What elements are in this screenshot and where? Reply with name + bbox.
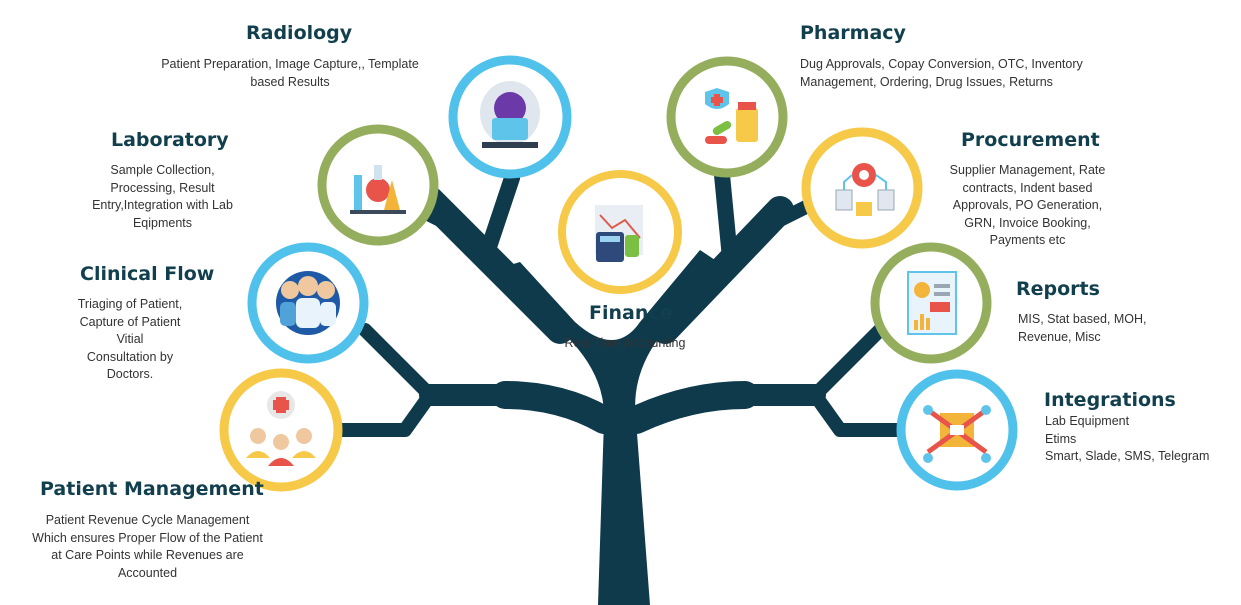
- clinical-flow-desc: Triaging of Patient, Capture of Patient …: [77, 297, 183, 381]
- patients-group-icon: [246, 391, 316, 466]
- integration-arrows-icon: [923, 405, 991, 463]
- procurement-desc: Supplier Management, Rate contracts, Ind…: [949, 163, 1106, 247]
- radiology-desc: Patient Preparation, Image Capture,, Tem…: [161, 57, 419, 89]
- laboratory-desc: Sample Collection, Processing, Result En…: [92, 163, 233, 230]
- procurement-gear-icon: [835, 163, 895, 216]
- medical-staff-icon: [276, 271, 340, 335]
- laboratory-title: Laboratory: [111, 129, 229, 151]
- procurement-title: Procurement: [961, 129, 1100, 151]
- procurement-node: [801, 127, 923, 249]
- clinical-flow-node: [247, 242, 369, 364]
- integrations-node: [896, 369, 1018, 491]
- medicine-pills-icon: [705, 88, 758, 144]
- reports-desc: MIS, Stat based, MOH, Revenue, Misc: [1018, 312, 1147, 344]
- patient-management-node: [219, 368, 343, 492]
- clinical-flow-title: Clinical Flow: [80, 263, 215, 285]
- patient-management-title: Patient Management: [40, 478, 264, 500]
- reports-title: Reports: [1016, 278, 1100, 300]
- finance-desc: Real Time Accounting: [564, 336, 686, 350]
- reports-node: [870, 242, 992, 364]
- patient-management-desc: Patient Revenue Cycle Management Which e…: [32, 513, 263, 580]
- finance-node: [558, 170, 682, 294]
- pharmacy-desc: Dug Approvals, Copay Conversion, OTC, In…: [800, 57, 1083, 89]
- radiology-title: Radiology: [246, 22, 353, 44]
- lab-flasks-icon: [350, 165, 406, 214]
- integrations-desc: Lab Equipment Etims Smart, Slade, SMS, T…: [1045, 414, 1210, 463]
- finance-title: Finance: [589, 302, 673, 324]
- pharmacy-node: [666, 56, 788, 178]
- integrations-title: Integrations: [1044, 389, 1176, 411]
- laboratory-node: [317, 124, 439, 246]
- calculator-icon: [595, 205, 643, 262]
- mri-scanner-icon: [480, 81, 540, 148]
- report-document-icon: [907, 271, 957, 335]
- radiology-node: [448, 55, 572, 179]
- pharmacy-title: Pharmacy: [800, 22, 906, 44]
